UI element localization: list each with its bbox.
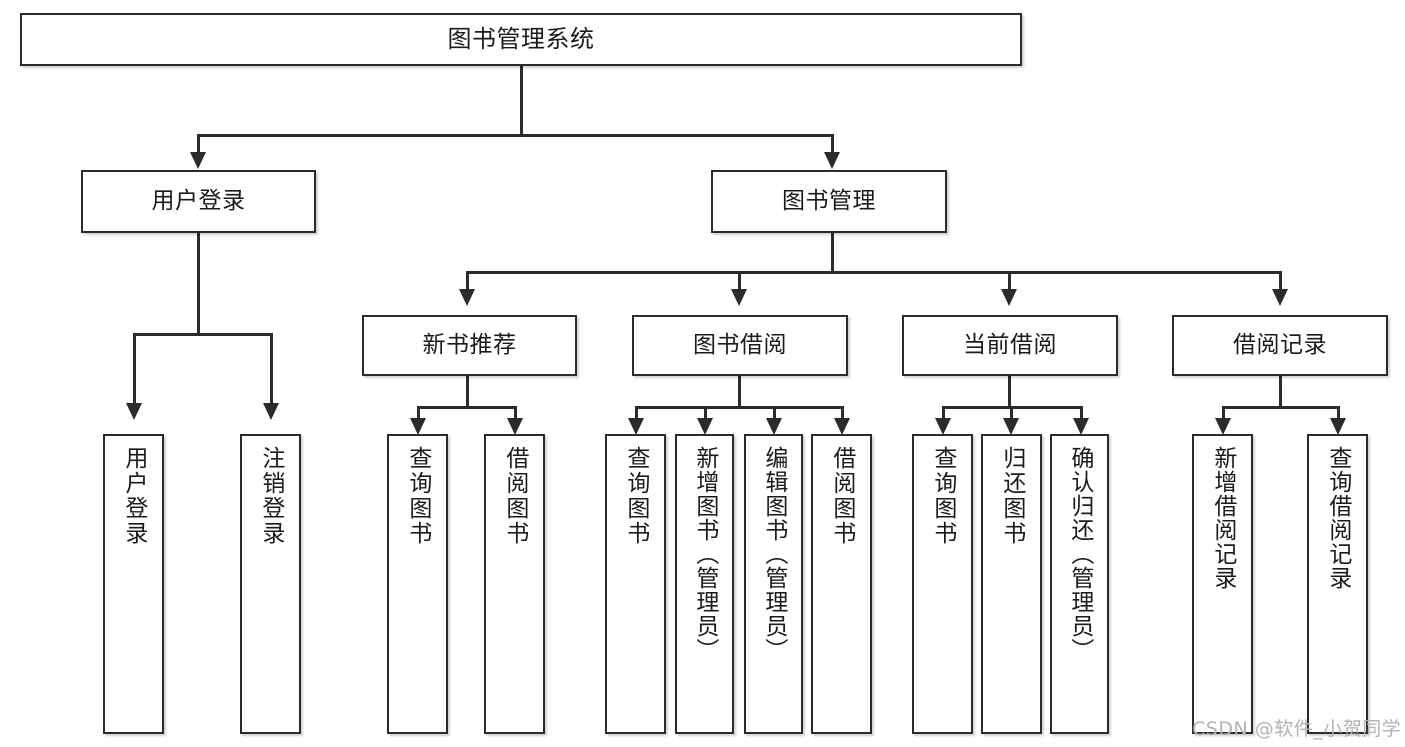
- arrow-to-leaf-query-book-3: [935, 418, 951, 435]
- node-user-login-label: 用户登录: [151, 187, 246, 214]
- connector-new-book-drop-2: [514, 406, 517, 420]
- arrow-to-leaf-query-book-1: [410, 418, 426, 435]
- node-current-borrow[interactable]: 当前借阅: [902, 315, 1118, 376]
- leaf-user-logout-label: 注销登录: [257, 446, 284, 546]
- connector-level3-drop-borrow-record: [1279, 271, 1282, 291]
- connector-book-borrow-drop-1: [635, 406, 638, 420]
- leaf-query-borrow-record-label: 查询借阅记录: [1324, 446, 1351, 590]
- node-user-login[interactable]: 用户登录: [81, 170, 316, 233]
- arrow-to-leaf-query-book-2: [628, 418, 644, 435]
- connector-borrow-record-bus: [1222, 406, 1339, 409]
- connector-level3-drop-new-book: [466, 271, 469, 291]
- connector-user-login-drop-2: [270, 333, 273, 405]
- arrow-to-leaf-edit-book-admin: [766, 418, 782, 435]
- arrow-to-leaf-add-borrow-record: [1215, 418, 1231, 435]
- leaf-user-login[interactable]: 用户登录: [103, 434, 164, 734]
- node-root[interactable]: 图书管理系统: [20, 13, 1022, 66]
- connector-user-login-bus: [133, 333, 272, 336]
- leaf-borrow-book-1[interactable]: 借阅图书: [484, 434, 545, 734]
- leaf-confirm-return-admin[interactable]: 确认归还（管理员）: [1050, 434, 1109, 734]
- leaf-borrow-book-2[interactable]: 借阅图书: [811, 434, 872, 734]
- connector-new-book-stem: [466, 376, 469, 408]
- arrow-to-user-login: [190, 152, 206, 169]
- arrow-to-leaf-user-login: [126, 403, 142, 420]
- watermark-text: CSDN @软件_小贺同学: [1192, 718, 1402, 740]
- arrow-to-leaf-borrow-book-2: [834, 418, 850, 435]
- arrow-to-book-management: [824, 152, 840, 169]
- connector-current-borrow-drop-3: [1080, 406, 1083, 420]
- connector-book-borrow-stem: [738, 376, 741, 408]
- arrow-to-leaf-return-book: [1003, 418, 1019, 435]
- leaf-query-book-3[interactable]: 查询图书: [912, 434, 973, 734]
- node-book-borrow-label: 图书借阅: [693, 331, 787, 358]
- connector-book-management-stem: [831, 233, 834, 273]
- connector-level2-drop-book-management: [831, 134, 834, 154]
- leaf-edit-book-admin[interactable]: 编辑图书（管理员）: [744, 434, 803, 734]
- connector-current-borrow-drop-2: [1010, 406, 1013, 420]
- arrow-to-leaf-user-logout: [263, 403, 279, 420]
- leaf-add-borrow-record[interactable]: 新增借阅记录: [1192, 434, 1253, 734]
- connector-borrow-record-drop-1: [1222, 406, 1225, 420]
- node-borrow-record[interactable]: 借阅记录: [1172, 315, 1388, 376]
- connector-book-borrow-drop-4: [841, 406, 844, 420]
- leaf-query-borrow-record[interactable]: 查询借阅记录: [1307, 434, 1368, 734]
- arrow-to-leaf-query-borrow-record: [1330, 418, 1346, 435]
- node-book-management[interactable]: 图书管理: [711, 170, 947, 233]
- leaf-query-book-1[interactable]: 查询图书: [387, 434, 448, 734]
- connector-root-stem: [520, 66, 523, 136]
- connector-book-borrow-drop-3: [773, 406, 776, 420]
- connector-book-borrow-drop-2: [704, 406, 707, 420]
- node-book-borrow[interactable]: 图书借阅: [632, 315, 848, 376]
- connector-level2-drop-user-login: [197, 134, 200, 154]
- connector-level3-bus: [466, 271, 1280, 274]
- arrow-to-current-borrow: [1001, 289, 1017, 306]
- leaf-query-book-3-label: 查询图书: [929, 446, 956, 546]
- arrow-to-borrow-record: [1272, 289, 1288, 306]
- leaf-query-book-2[interactable]: 查询图书: [605, 434, 666, 734]
- arrow-to-leaf-confirm-return-admin: [1073, 418, 1089, 435]
- arrow-to-book-borrow: [731, 289, 747, 306]
- leaf-user-login-label: 用户登录: [120, 446, 147, 546]
- connector-borrow-record-drop-2: [1337, 406, 1340, 420]
- connector-current-borrow-stem: [1008, 376, 1011, 408]
- node-root-label: 图书管理系统: [447, 25, 595, 54]
- connector-new-book-bus: [417, 406, 515, 409]
- node-new-book-recommend[interactable]: 新书推荐: [362, 315, 577, 376]
- node-new-book-recommend-label: 新书推荐: [422, 331, 517, 358]
- node-current-borrow-label: 当前借阅: [963, 331, 1057, 358]
- connector-user-login-stem: [197, 233, 200, 335]
- leaf-edit-book-admin-label: 编辑图书（管理员）: [760, 446, 787, 662]
- leaf-user-logout[interactable]: 注销登录: [240, 434, 301, 734]
- leaf-confirm-return-admin-label: 确认归还（管理员）: [1066, 446, 1093, 662]
- node-borrow-record-label: 借阅记录: [1233, 331, 1327, 358]
- connector-current-borrow-drop-1: [942, 406, 945, 420]
- leaf-query-book-1-label: 查询图书: [404, 446, 431, 546]
- leaf-borrow-book-2-label: 借阅图书: [828, 446, 855, 546]
- leaf-return-book[interactable]: 归还图书: [981, 434, 1042, 734]
- leaf-add-book-admin-label: 新增图书（管理员）: [691, 446, 718, 662]
- connector-level2-bus: [197, 134, 834, 137]
- leaf-add-book-admin[interactable]: 新增图书（管理员）: [675, 434, 734, 734]
- arrow-to-leaf-borrow-book-1: [507, 418, 523, 435]
- arrow-to-leaf-add-book-admin: [697, 418, 713, 435]
- node-book-management-label: 图书管理: [782, 187, 876, 214]
- connector-level3-drop-book-borrow: [738, 271, 741, 291]
- arrow-to-new-book-recommend: [459, 289, 475, 306]
- leaf-add-borrow-record-label: 新增借阅记录: [1209, 446, 1236, 590]
- leaf-borrow-book-1-label: 借阅图书: [501, 446, 528, 546]
- connector-level3-drop-current-borrow: [1008, 271, 1011, 291]
- connector-user-login-drop-1: [133, 333, 136, 405]
- connector-new-book-drop-1: [417, 406, 420, 420]
- leaf-query-book-2-label: 查询图书: [622, 446, 649, 546]
- leaf-return-book-label: 归还图书: [998, 446, 1025, 546]
- connector-book-borrow-bus: [635, 406, 843, 409]
- connector-borrow-record-stem: [1279, 376, 1282, 408]
